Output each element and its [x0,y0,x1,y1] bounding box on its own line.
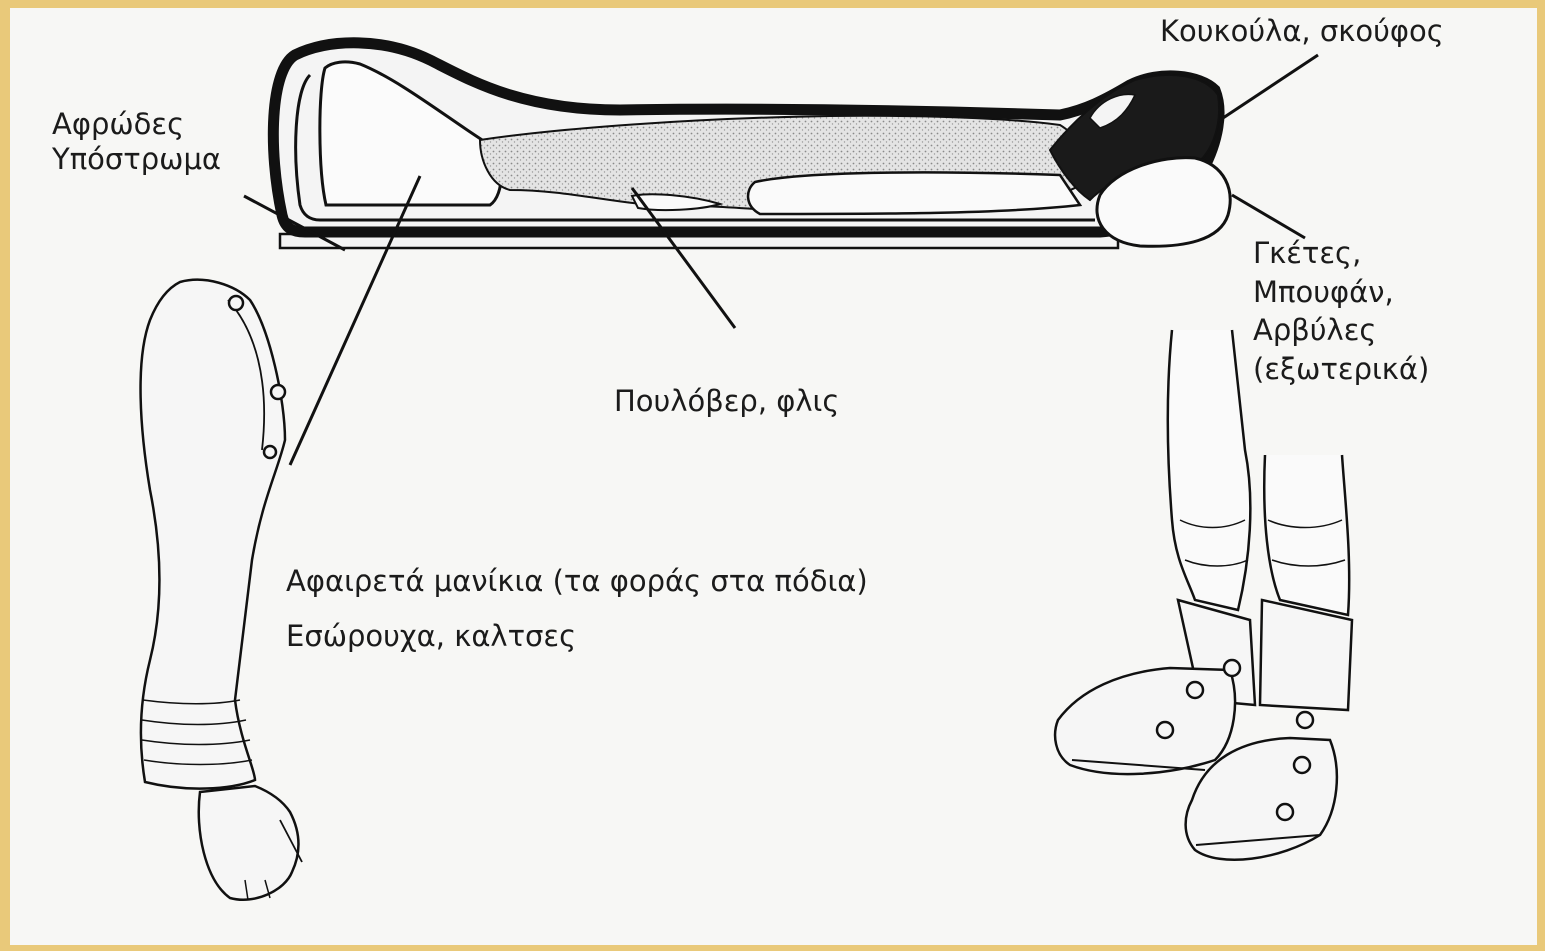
label-gaiters: Γκέτες, Μπουφάν, Αρβύλες (εξωτερικά) [1253,234,1429,388]
label-gaiters-line2: Μπουφάν, [1253,273,1429,312]
label-foam-pad-line2: Υπόστρωμα [52,142,221,177]
label-gaiters-line4: (εξωτερικά) [1253,350,1429,389]
detachable-sleeve-drawing [141,280,302,900]
boots-drawing [1055,330,1352,860]
leader-hood [1220,55,1318,120]
label-sleeves: Αφαιρετά μανίκια (τα φοράς στα πόδια) [286,564,868,599]
label-underwear: Εσώρουχα, καλτσες [286,619,576,654]
label-hood: Κουκούλα, σκούφος [1160,14,1444,49]
label-sweater: Πουλόβερ, φλις [614,384,839,419]
label-gaiters-line1: Γκέτες, [1253,234,1429,273]
label-foam-pad: Αφρώδες Υπόστρωμα [52,107,221,178]
leader-gaiters [1232,195,1305,238]
label-foam-pad-line1: Αφρώδες [52,107,221,142]
label-gaiters-line3: Αρβύλες [1253,311,1429,350]
sleeping-bag-drawing [273,43,1230,248]
